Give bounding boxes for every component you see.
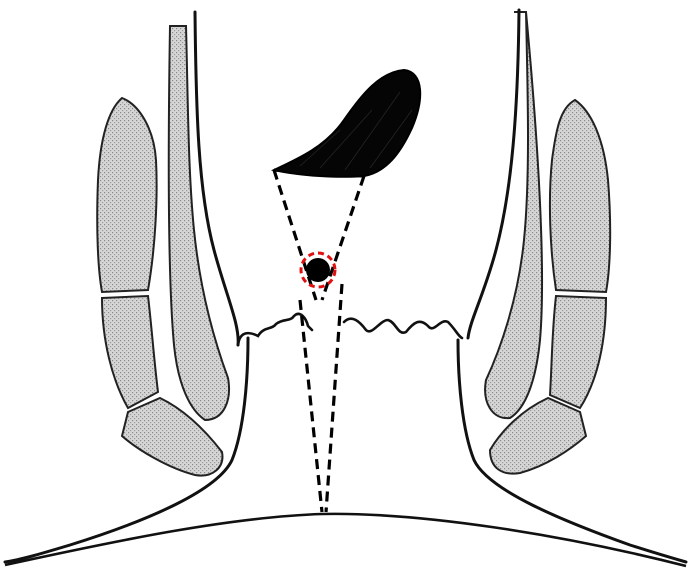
opening-dot xyxy=(306,258,330,282)
muscle-left-upper xyxy=(97,98,156,292)
